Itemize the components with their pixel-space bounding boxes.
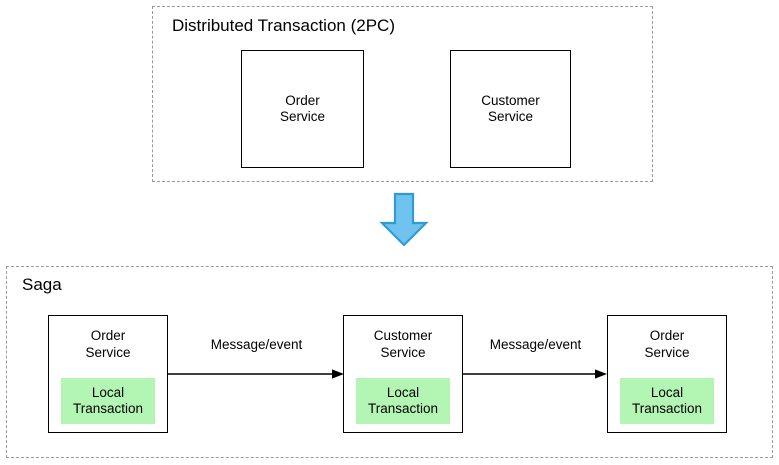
group-saga-title: Saga [22,275,62,294]
service-box-order-service-label: Order Service [279,92,325,125]
local-transaction-badge-2: Local Transaction [356,378,450,424]
connector-arrow-1 [168,362,345,386]
connector-arrow-1-label: Message/event [210,337,303,352]
saga-service-box-order-service-1-title: Order Service [85,328,131,360]
service-box-customer-service[interactable]: Customer Service [450,50,571,168]
local-transaction-badge-1: Local Transaction [61,378,155,424]
saga-service-box-order-service-2[interactable]: Order Service Local Transaction [607,315,727,433]
connector-arrow-2 [463,362,608,386]
service-box-order-service[interactable]: Order Service [241,50,364,168]
local-transaction-badge-3: Local Transaction [620,378,714,424]
local-transaction-badge-1-label: Local Transaction [72,384,144,417]
group-distributed-transaction-title: Distributed Transaction (2PC) [172,16,395,35]
service-box-customer-service-label: Customer Service [481,92,540,125]
transition-down-arrow-icon [379,192,429,248]
local-transaction-badge-2-label: Local Transaction [367,384,439,417]
group-saga [6,266,773,458]
saga-service-box-order-service-2-title: Order Service [644,328,690,360]
group-distributed-transaction [152,6,653,182]
saga-service-box-customer-service-1-title: Customer Service [373,328,433,360]
saga-service-box-customer-service-1[interactable]: Customer Service Local Transaction [343,315,463,433]
connector-arrow-2-label: Message/event [489,337,582,352]
local-transaction-badge-3-label: Local Transaction [631,384,703,417]
saga-service-box-order-service-1[interactable]: Order Service Local Transaction [48,315,168,433]
